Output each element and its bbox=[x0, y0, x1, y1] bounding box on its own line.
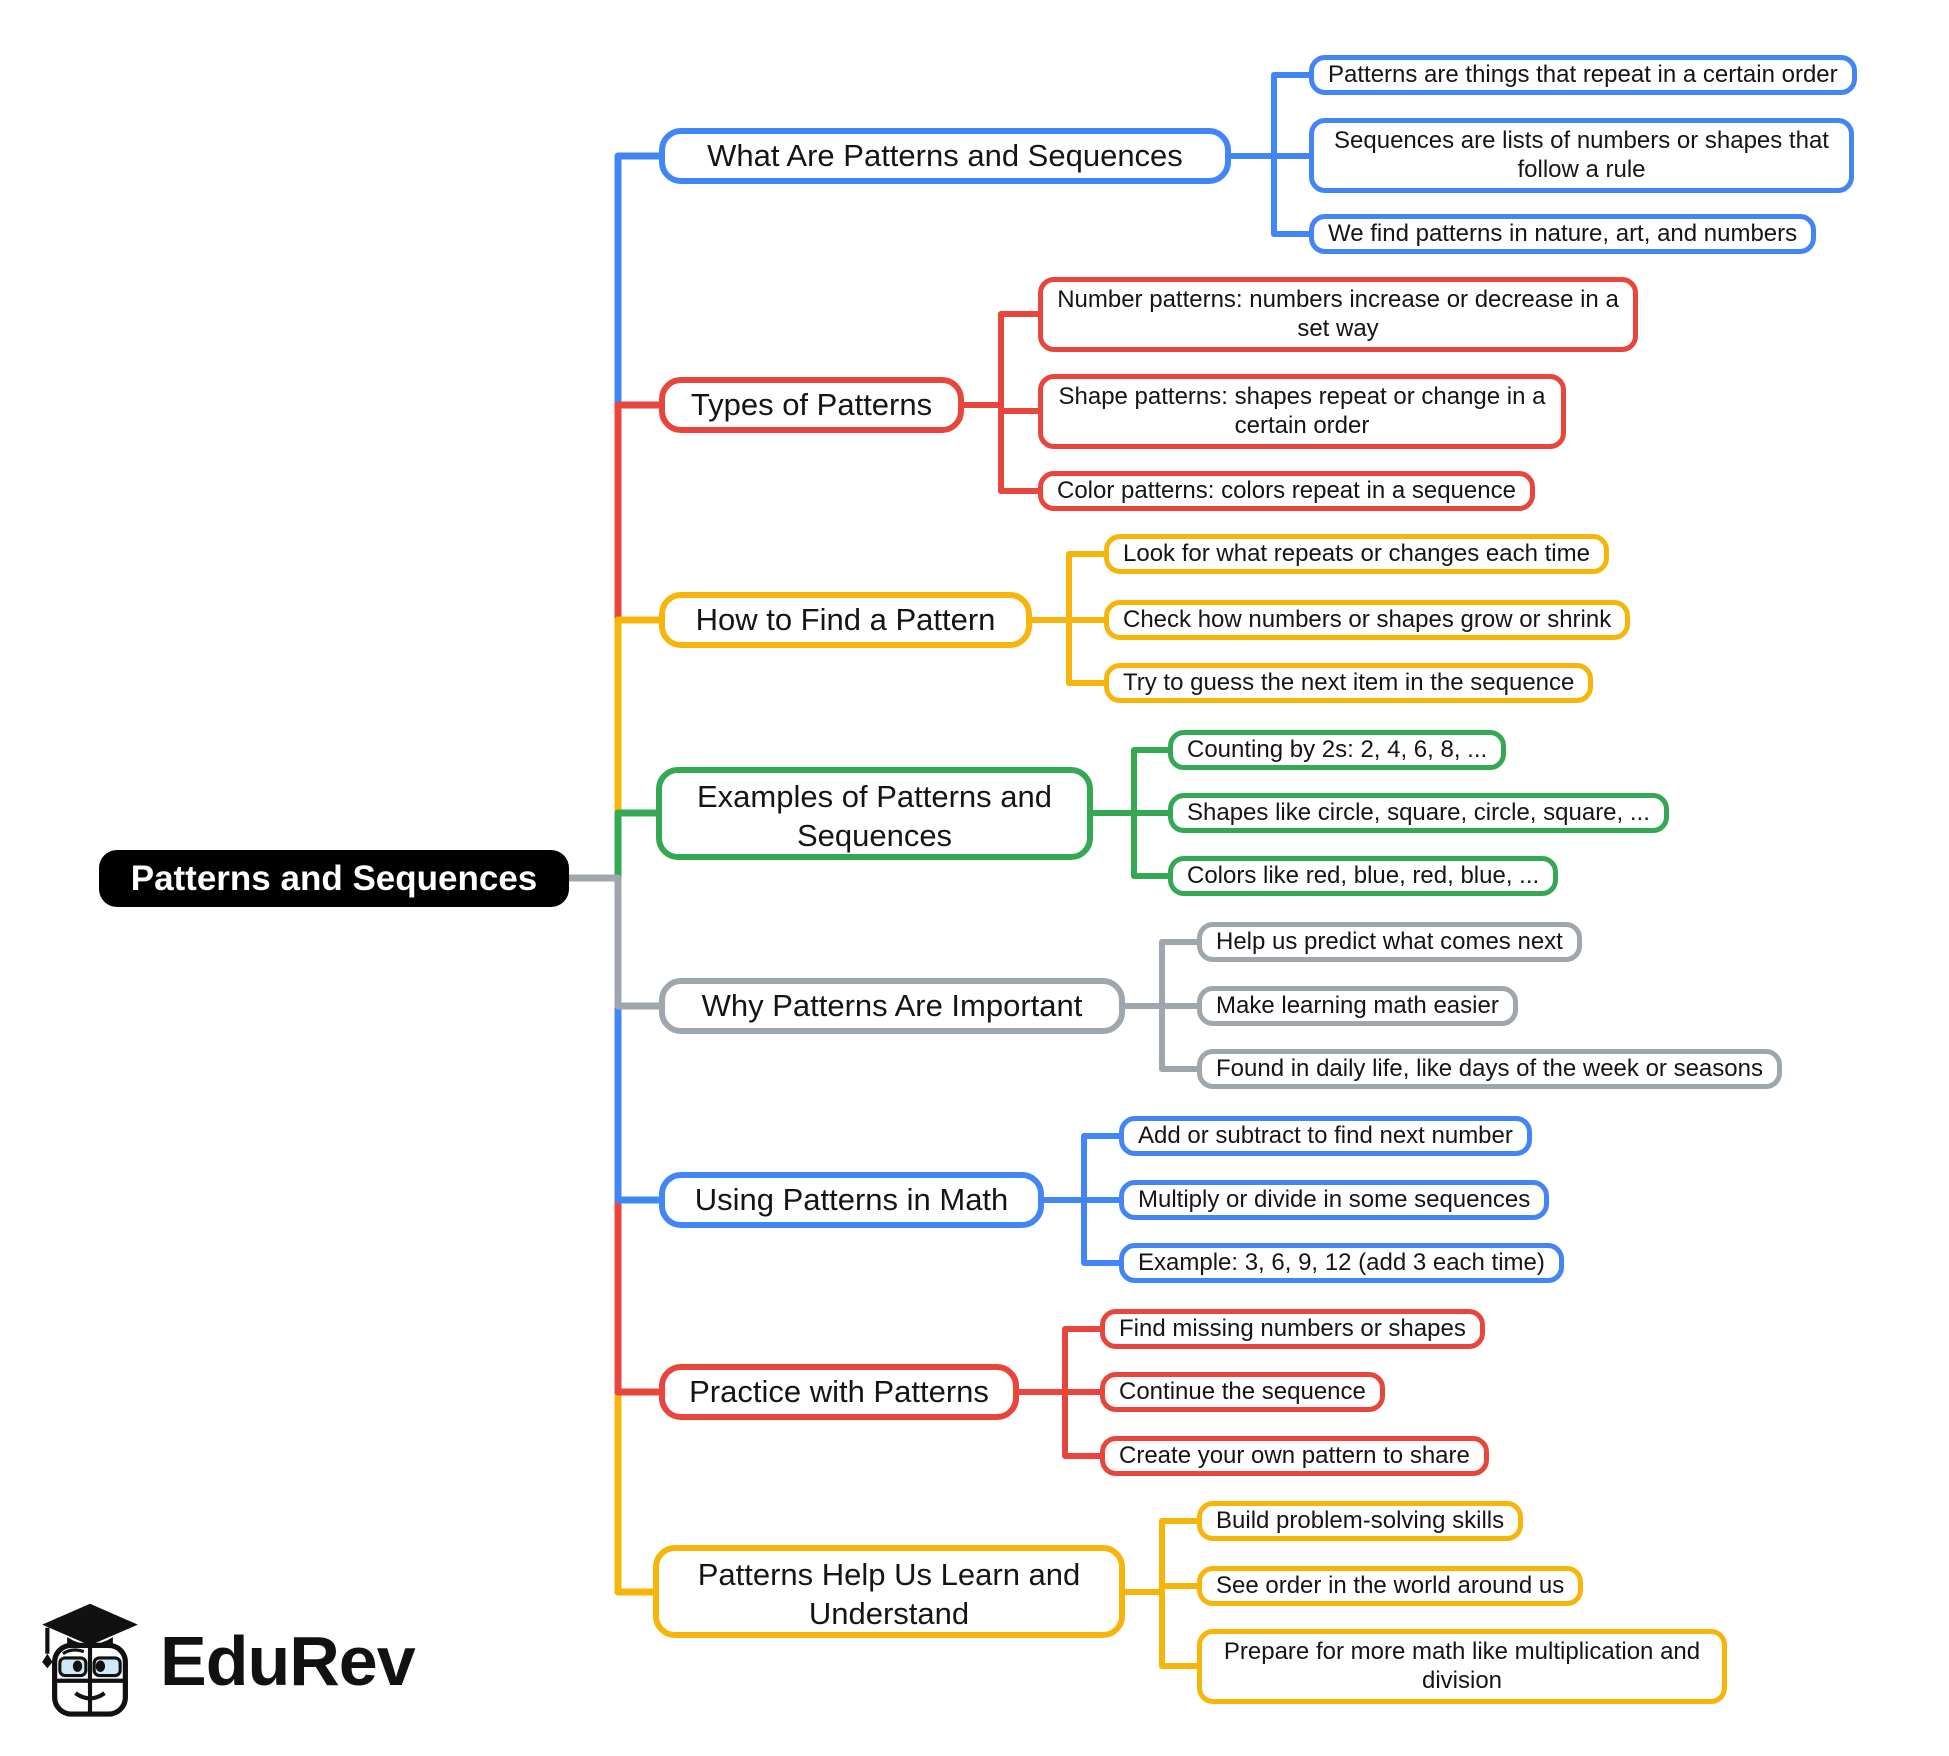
child-node: Continue the sequence bbox=[1100, 1372, 1385, 1412]
child-node: Build problem-solving skills bbox=[1197, 1501, 1524, 1541]
child-node: Found in daily life, like days of the we… bbox=[1197, 1049, 1782, 1089]
child-node: Prepare for more math like multiplicatio… bbox=[1197, 1629, 1727, 1704]
branch-title-practice: Practice with Patterns bbox=[659, 1364, 1019, 1420]
child-node: Look for what repeats or changes each ti… bbox=[1104, 534, 1609, 574]
branch-title-how-to-find-a-pattern: How to Find a Pattern bbox=[659, 592, 1032, 648]
child-node: Try to guess the next item in the sequen… bbox=[1104, 663, 1594, 703]
child-node: Sequences are lists of numbers or shapes… bbox=[1309, 118, 1854, 193]
edurev-mascot-icon bbox=[42, 1603, 138, 1717]
child-node: Patterns are things that repeat in a cer… bbox=[1309, 55, 1857, 95]
child-node: Example: 3, 6, 9, 12 (add 3 each time) bbox=[1119, 1243, 1564, 1283]
child-node: Shape patterns: shapes repeat or change … bbox=[1038, 374, 1566, 449]
branch-title-why-important: Why Patterns Are Important bbox=[659, 978, 1125, 1034]
child-node: Multiply or divide in some sequences bbox=[1119, 1180, 1550, 1220]
branch-title-using-patterns-in-math: Using Patterns in Math bbox=[659, 1172, 1044, 1228]
child-node: Number patterns: numbers increase or dec… bbox=[1038, 277, 1638, 352]
branch-title-patterns-help-us-learn: Patterns Help Us Learn and Understand bbox=[653, 1545, 1125, 1638]
edurev-logo: EduRev bbox=[38, 1598, 416, 1724]
child-node: Color patterns: colors repeat in a seque… bbox=[1038, 471, 1535, 511]
child-node: Colors like red, blue, red, blue, ... bbox=[1168, 856, 1559, 896]
child-node: Shapes like circle, square, circle, squa… bbox=[1168, 793, 1669, 833]
root-node: Patterns and Sequences bbox=[99, 850, 569, 907]
branch-title-examples: Examples of Patterns and Sequences bbox=[656, 767, 1093, 860]
child-node: Help us predict what comes next bbox=[1197, 922, 1582, 962]
child-node: Add or subtract to find next number bbox=[1119, 1116, 1532, 1156]
child-node: Counting by 2s: 2, 4, 6, 8, ... bbox=[1168, 730, 1507, 770]
branch-title-what-are-patterns: What Are Patterns and Sequences bbox=[659, 128, 1231, 184]
child-node: Create your own pattern to share bbox=[1100, 1436, 1489, 1476]
child-node: Find missing numbers or shapes bbox=[1100, 1309, 1485, 1349]
child-node: Check how numbers or shapes grow or shri… bbox=[1104, 600, 1631, 640]
edurev-brand-text: EduRev bbox=[160, 1622, 416, 1700]
child-node: Make learning math easier bbox=[1197, 986, 1518, 1026]
child-node: See order in the world around us bbox=[1197, 1566, 1584, 1606]
child-node: We find patterns in nature, art, and num… bbox=[1309, 214, 1817, 254]
branch-title-types-of-patterns: Types of Patterns bbox=[659, 377, 964, 433]
